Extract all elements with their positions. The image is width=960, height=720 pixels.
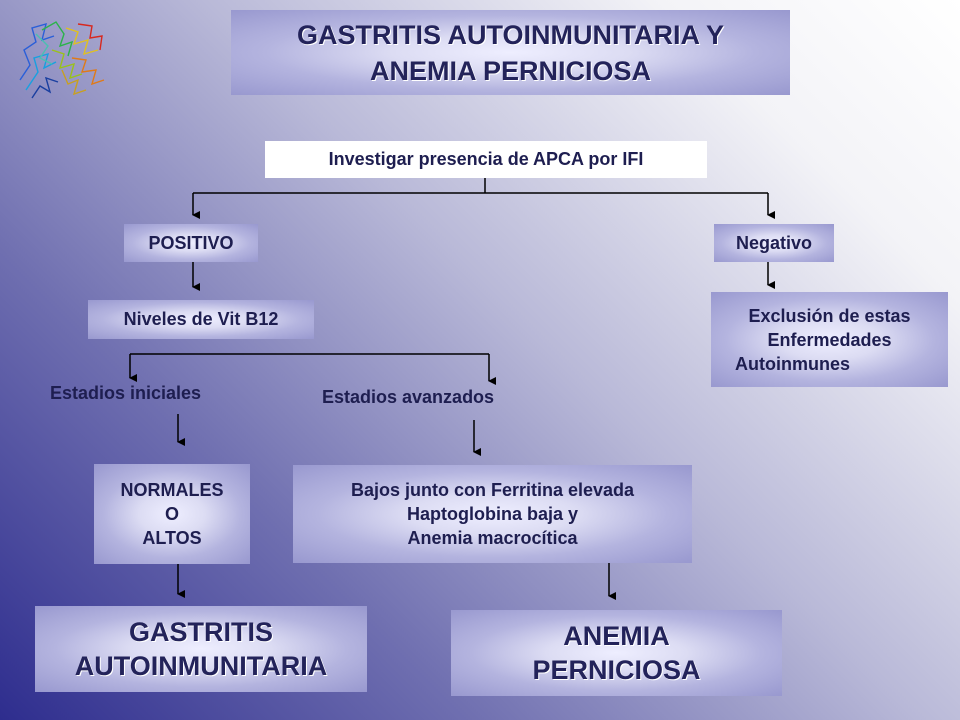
estadios-iniciales-label: Estadios iniciales bbox=[50, 383, 202, 403]
anemia-line-2: PERNICIOSA bbox=[532, 655, 701, 685]
investigar-label: Investigar presencia de APCA por IFI bbox=[328, 149, 644, 169]
gastritis-line-1: GASTRITIS bbox=[128, 617, 273, 647]
anemia-line-1: ANEMIA bbox=[563, 621, 670, 651]
normales-line-3: ALTOS bbox=[142, 528, 202, 548]
vitb12-label: Niveles de Vit B12 bbox=[123, 309, 279, 329]
positivo-label: POSITIVO bbox=[148, 232, 234, 253]
vitb12-box: Niveles de Vit B12 bbox=[88, 300, 314, 339]
negativo-label: Negativo bbox=[735, 232, 813, 253]
title-box: GASTRITIS AUTOINMUNITARIA Y ANEMIA PERNI… bbox=[231, 10, 790, 95]
exclusion-box: Exclusión de estas Enfermedades Autoinmu… bbox=[711, 292, 948, 387]
exclusion-line-1: Exclusión de estas bbox=[748, 305, 911, 326]
estadios-avanzados-label: Estadios avanzados bbox=[322, 387, 495, 407]
gastritis-line-2: AUTOINMUNITARIA bbox=[74, 651, 328, 681]
bajos-line-2: Haptoglobina baja y bbox=[406, 504, 579, 524]
exclusion-line-3: Autoinmunes bbox=[735, 353, 850, 374]
gastritis-box: GASTRITIS AUTOINMUNITARIA bbox=[35, 606, 367, 692]
title-line-1: GASTRITIS AUTOINMUNITARIA Y bbox=[296, 19, 724, 50]
normales-box: NORMALES O ALTOS bbox=[94, 464, 250, 564]
title-line-2: ANEMIA PERNICIOSA bbox=[369, 55, 652, 86]
normales-line-1: NORMALES bbox=[120, 480, 224, 500]
bajos-line-1: Bajos junto con Ferritina elevada bbox=[350, 480, 635, 500]
bajos-line-3: Anemia macrocítica bbox=[407, 528, 578, 548]
anemia-box: ANEMIA PERNICIOSA bbox=[451, 610, 782, 696]
exclusion-line-2: Enfermedades bbox=[767, 329, 892, 350]
protein-structure-icon bbox=[19, 21, 105, 99]
bajos-box: Bajos junto con Ferritina elevada Haptog… bbox=[293, 465, 692, 563]
investigar-box: Investigar presencia de APCA por IFI bbox=[265, 141, 707, 178]
normales-line-2: O bbox=[164, 504, 179, 524]
negativo-box: Negativo bbox=[714, 224, 834, 262]
positivo-box: POSITIVO bbox=[124, 224, 258, 262]
